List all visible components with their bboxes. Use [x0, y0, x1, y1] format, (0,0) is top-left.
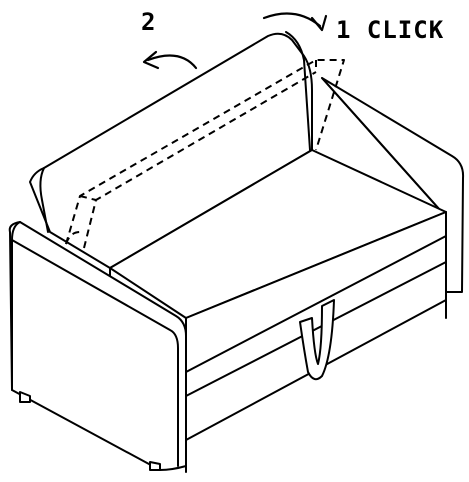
- step-2-arrow: [142, 50, 198, 70]
- backrest: [29, 31, 313, 269]
- step-2-label: 2: [141, 8, 156, 36]
- left-armrest: [8, 221, 187, 471]
- step-1-label: 1 CLICK: [336, 16, 445, 44]
- pull-strap: [299, 299, 335, 381]
- step-1-arrow: [262, 12, 328, 32]
- front-drawer: [185, 211, 447, 473]
- reclined-backrest-outline: [65, 59, 345, 249]
